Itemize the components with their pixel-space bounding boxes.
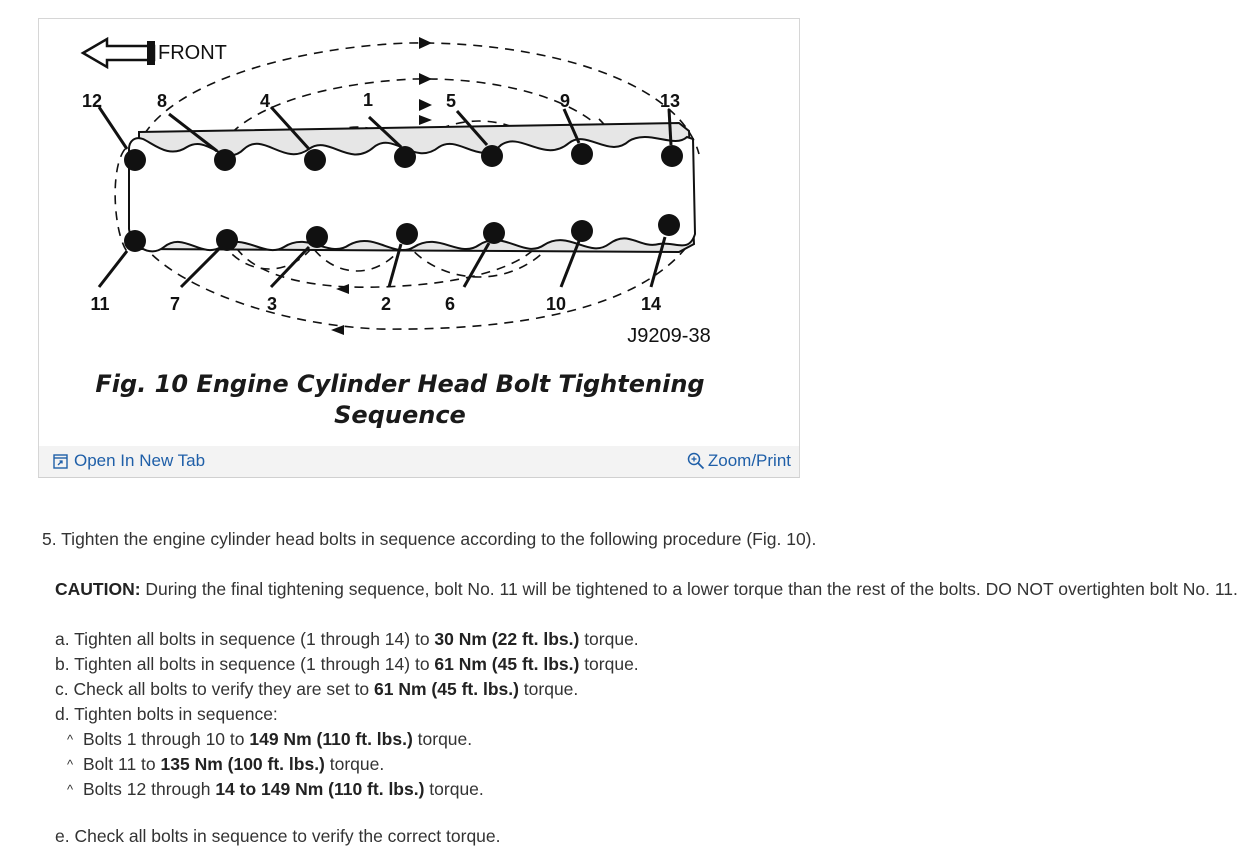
zoom-print-label: Zoom/Print bbox=[707, 451, 791, 470]
bullet-1-text: Bolts 1 through 10 to bbox=[83, 729, 250, 749]
step-5-text: 5. Tighten the engine cylinder head bolt… bbox=[42, 529, 817, 549]
figure-panel: FRONT bbox=[38, 18, 800, 478]
substep-a-torque: 30 Nm (22 ft. lbs.) bbox=[434, 629, 580, 649]
substep-c-text: c. Check all bolts to verify they are se… bbox=[55, 679, 375, 699]
front-label: FRONT bbox=[158, 42, 227, 64]
substep-c-suffix: torque. bbox=[518, 679, 579, 699]
bullet-1: ^ Bolts 1 through 10 to 149 Nm (110 ft. l… bbox=[55, 727, 639, 752]
bullet-2-suffix: torque. bbox=[324, 754, 385, 774]
bolt-label-2: 2 bbox=[381, 294, 391, 314]
caution-text: During the final tightening sequence, bo… bbox=[140, 579, 1238, 599]
bullet-3-text: Bolts 12 through bbox=[83, 779, 216, 799]
bolt-label-7: 7 bbox=[170, 294, 180, 314]
substep-b-torque: 61 Nm (45 ft. lbs.) bbox=[434, 654, 580, 674]
figure-caption: Fig. 10 Engine Cylinder Head Bolt Tighte… bbox=[39, 369, 761, 431]
zoom-print-link[interactable]: Zoom/Print bbox=[687, 451, 791, 471]
bullet-1-suffix: torque. bbox=[412, 729, 473, 749]
substep-c-torque: 61 Nm (45 ft. lbs.) bbox=[374, 679, 519, 699]
bolt-label-13: 13 bbox=[660, 91, 680, 111]
bullet-2: ^ Bolt 11 to 135 Nm (100 ft. lbs.) torque… bbox=[55, 752, 639, 777]
substep-b: b. Tighten all bolts in sequence (1 thro… bbox=[55, 652, 639, 677]
substep-d: d. Tighten bolts in sequence: bbox=[55, 704, 278, 724]
bullet-2-text: Bolt 11 to bbox=[83, 754, 161, 774]
caption-line-1: Fig. 10 Engine Cylinder Head Bolt Tighte… bbox=[95, 370, 705, 398]
open-in-new-tab-link[interactable]: Open In New Tab bbox=[53, 451, 205, 471]
bolt-label-1: 1 bbox=[363, 90, 373, 110]
substeps-list: a. Tighten all bolts in sequence (1 thro… bbox=[55, 627, 639, 802]
bolt-label-5: 5 bbox=[446, 91, 456, 111]
caret-icon: ^ bbox=[67, 782, 74, 797]
bolt-label-6: 6 bbox=[445, 294, 455, 314]
substep-c: c. Check all bolts to verify they are se… bbox=[55, 677, 639, 702]
caution-label: CAUTION: bbox=[55, 579, 141, 599]
bolt-circles bbox=[124, 143, 683, 252]
bolt-label-9: 9 bbox=[560, 91, 570, 111]
substep-b-suffix: torque. bbox=[579, 654, 639, 674]
substep-a: a. Tighten all bolts in sequence (1 thro… bbox=[55, 627, 639, 652]
zoom-in-icon bbox=[687, 452, 705, 470]
figure-footer: Open In New Tab Zoom/Print bbox=[39, 446, 799, 477]
bolt-label-8: 8 bbox=[157, 91, 167, 111]
substep-a-suffix: torque. bbox=[579, 629, 639, 649]
procedure-content: 5. Tighten the engine cylinder head bolt… bbox=[42, 527, 1257, 846]
bolt-label-14: 14 bbox=[641, 294, 661, 314]
bolt-label-4: 4 bbox=[260, 91, 270, 111]
substep-b-text: b. Tighten all bolts in sequence (1 thro… bbox=[55, 654, 435, 674]
caret-icon: ^ bbox=[67, 757, 74, 772]
cylinder-head-diagram: FRONT bbox=[80, 36, 711, 347]
bullet-3: ^ Bolts 12 through 14 to 149 Nm (110 ft. … bbox=[55, 777, 639, 802]
bolt-label-10: 10 bbox=[546, 294, 566, 314]
substep-a-text: a. Tighten all bolts in sequence (1 thro… bbox=[55, 629, 435, 649]
bullet-2-torque: 135 Nm (100 ft. lbs.) bbox=[160, 754, 325, 774]
bolt-label-12: 12 bbox=[82, 91, 102, 111]
bolt-label-11: 11 bbox=[90, 294, 109, 314]
substep-e: e. Check all bolts in sequence to verify… bbox=[55, 826, 501, 846]
bullet-3-torque: 14 to 149 Nm (110 ft. lbs.) bbox=[215, 779, 425, 799]
caret-icon: ^ bbox=[67, 732, 74, 747]
caption-line-2: Sequence bbox=[334, 401, 466, 429]
bullet-1-torque: 149 Nm (110 ft. lbs.) bbox=[249, 729, 413, 749]
caution-note: CAUTION: During the final tightening seq… bbox=[55, 577, 1238, 602]
open-in-new-tab-label: Open In New Tab bbox=[74, 451, 206, 470]
open-new-tab-icon bbox=[53, 453, 68, 469]
cylinder-head-outline bbox=[128, 121, 697, 254]
diagram-code: J9209-38 bbox=[627, 325, 710, 347]
bullet-3-suffix: torque. bbox=[424, 779, 484, 799]
bolt-label-3: 3 bbox=[267, 294, 277, 314]
front-arrow-icon bbox=[80, 36, 156, 70]
